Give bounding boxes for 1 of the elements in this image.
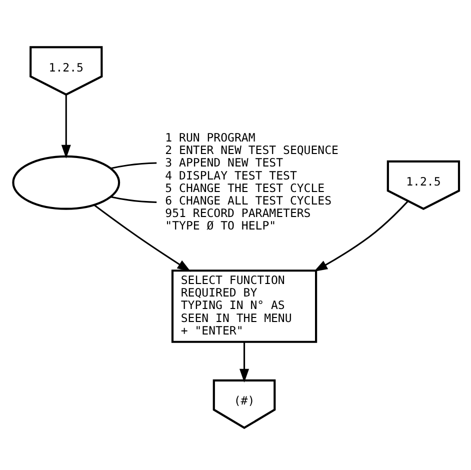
node-text: 1 RUN PROGRAM 2 ENTER NEW TEST SEQUENCE 3 APPEND NEW TEST 4 DISPLAY TEST TEST 5 CHANGE THE TEST CYCLE 6 CHANGE ALL TEST CYCLES 951 RECORD PARAMETERS "TYPE Ø TO HELP" xyxy=(164,130,338,233)
